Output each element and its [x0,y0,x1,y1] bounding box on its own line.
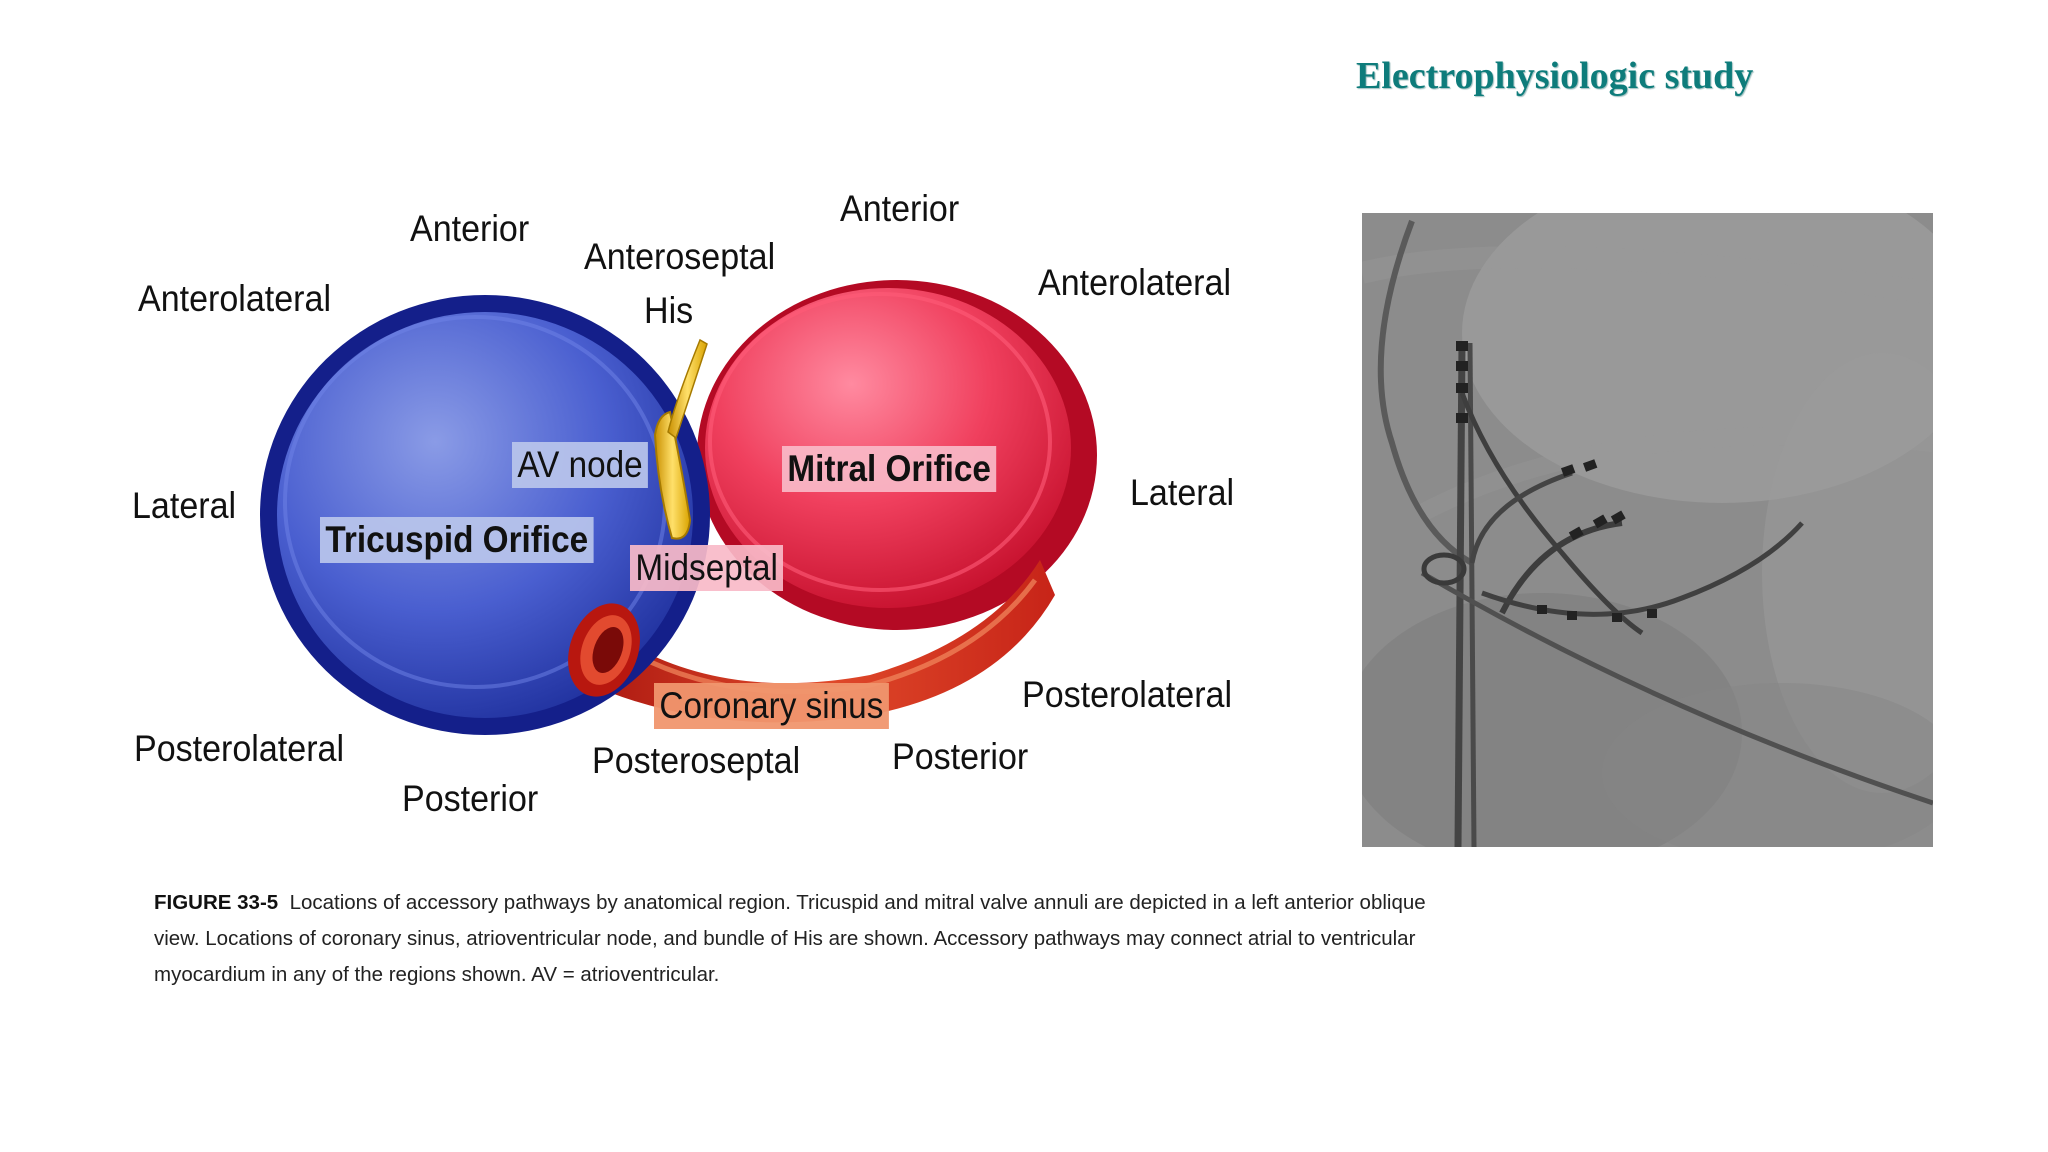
coronary-sinus-label: Coronary sinus [654,683,889,729]
tricuspid-posterior-label: Posterior [402,778,539,819]
tricuspid-orifice-label: Tricuspid Orifice [320,517,594,563]
posteroseptal-label: Posteroseptal [592,740,801,781]
tricuspid-annulus [260,295,710,735]
anteroseptal-label: Anteroseptal [584,236,776,277]
tricuspid-anterior-label: Anterior [410,208,530,249]
caption-text: Locations of accessory pathways by anato… [154,891,1426,986]
tricuspid-lateral-label: Lateral [132,485,237,526]
slide-title: Electrophysiologic study [1356,55,1754,97]
catheter-silhouettes [1362,213,1933,847]
accessory-pathway-diagram: Anterior Anterolateral Lateral Posterola… [110,170,1270,830]
midseptal-label: Midseptal [630,545,784,591]
mitral-lateral-label: Lateral [1130,472,1235,513]
his-label: His [644,290,694,331]
figure-caption: FIGURE 33-5 Locations of accessory pathw… [154,885,1454,993]
valve-annuli-drawing [260,280,1097,735]
mitral-orifice-label: Mitral Orifice [782,446,997,492]
fluoroscopy-image [1362,213,1933,847]
tricuspid-posterolateral-label: Posterolateral [134,728,345,769]
av-node [653,410,692,540]
mitral-anterior-label: Anterior [840,188,960,229]
tricuspid-anterolateral-label: Anterolateral [138,278,332,319]
mitral-posterior-label: Posterior [892,736,1029,777]
av-node-label: AV node [512,442,649,488]
bundle-of-his [667,338,708,440]
mitral-posterolateral-label: Posterolateral [1022,674,1233,715]
figure-label: FIGURE 33-5 [154,891,279,914]
coronary-sinus-ostium [568,603,640,697]
mitral-anterolateral-label: Anterolateral [1038,262,1232,303]
